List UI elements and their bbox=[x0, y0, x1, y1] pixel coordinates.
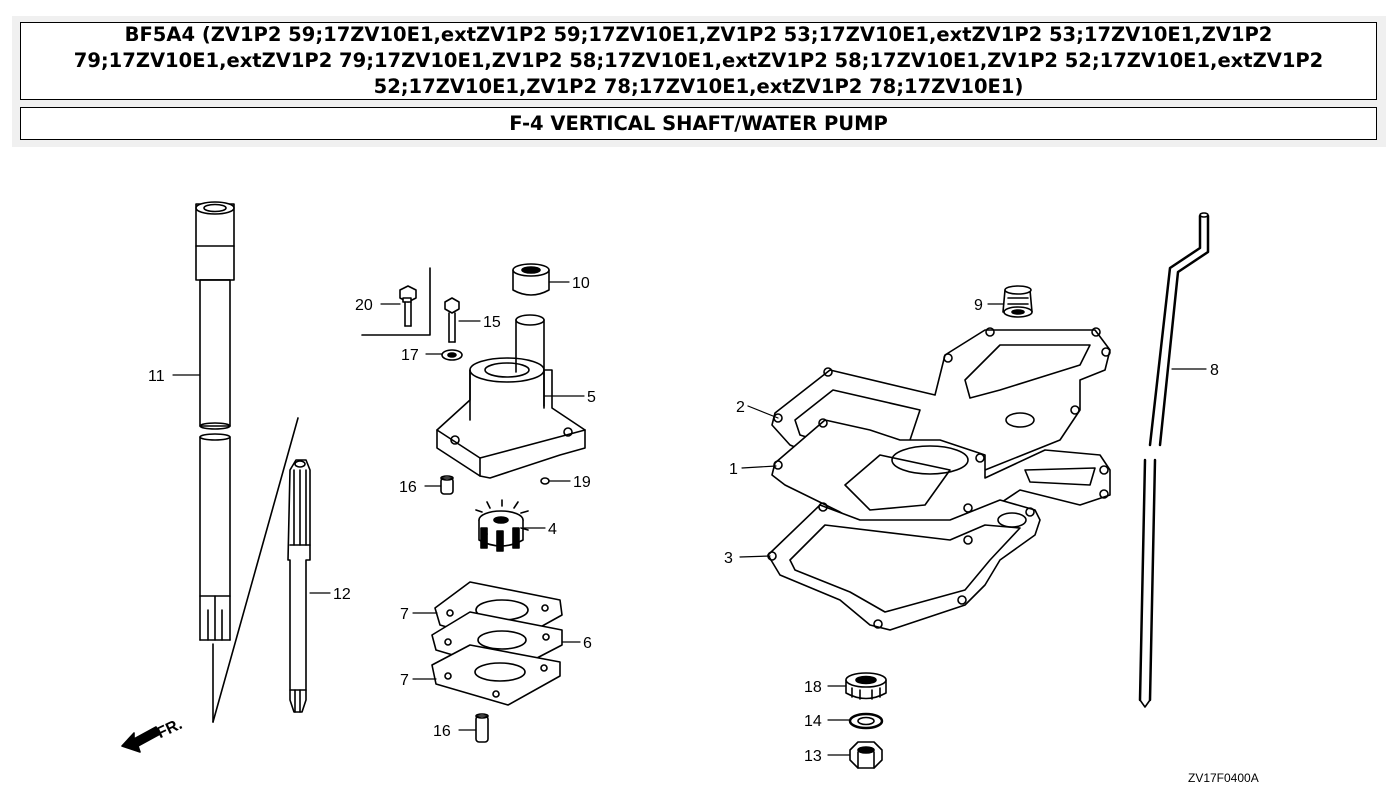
seal-part-10[interactable] bbox=[512, 263, 550, 296]
drive-shaft-part-12[interactable] bbox=[287, 459, 311, 713]
bolt-group-bracket bbox=[361, 267, 431, 336]
callout-4: 4 bbox=[548, 521, 557, 538]
callout-15: 15 bbox=[483, 314, 501, 331]
bolt-part-20[interactable] bbox=[399, 285, 417, 327]
water-tube-part-8[interactable] bbox=[1138, 212, 1210, 708]
gasket-part-7-lower[interactable] bbox=[431, 644, 561, 706]
key-part-19[interactable] bbox=[540, 477, 550, 485]
callout-19: 19 bbox=[573, 474, 591, 491]
callout-16-upper: 16 bbox=[399, 479, 417, 496]
callout-5: 5 bbox=[587, 389, 596, 406]
callout-7-lower: 7 bbox=[400, 672, 409, 689]
callout-10: 10 bbox=[572, 275, 590, 292]
callout-20: 20 bbox=[355, 297, 373, 314]
model-title: BF5A4 (ZV1P2 59;17ZV10E1,extZV1P2 59;17Z… bbox=[20, 22, 1377, 100]
callout-6: 6 bbox=[583, 635, 592, 652]
washer-part-14[interactable] bbox=[848, 712, 884, 730]
shaft-tube-part-11[interactable] bbox=[195, 201, 299, 723]
callout-1: 1 bbox=[729, 461, 738, 478]
front-direction-arrow bbox=[121, 726, 161, 753]
grommet-part-9[interactable] bbox=[1002, 285, 1033, 318]
callout-18: 18 bbox=[804, 679, 822, 696]
oil-seal-part-18[interactable] bbox=[845, 672, 887, 700]
pump-housing-part-5[interactable] bbox=[436, 314, 586, 479]
callout-8: 8 bbox=[1210, 362, 1219, 379]
dowel-pin-part-16-upper[interactable] bbox=[440, 475, 454, 495]
callout-11: 11 bbox=[148, 368, 165, 385]
impeller-part-4[interactable] bbox=[475, 499, 529, 552]
gasket-part-3[interactable] bbox=[767, 499, 1041, 631]
front-indicator-label: FR. bbox=[154, 716, 185, 742]
callout-14: 14 bbox=[804, 713, 822, 730]
leader-lines bbox=[172, 281, 1207, 756]
drawing-code: ZV17F0400A bbox=[1188, 771, 1259, 785]
callout-17: 17 bbox=[401, 347, 419, 364]
callout-12: 12 bbox=[333, 586, 351, 603]
callout-2: 2 bbox=[736, 399, 745, 416]
callout-13: 13 bbox=[804, 748, 822, 765]
washer-part-17[interactable] bbox=[441, 349, 463, 361]
callout-16-lower: 16 bbox=[433, 723, 451, 740]
callout-7-upper: 7 bbox=[400, 606, 409, 623]
callout-9: 9 bbox=[974, 297, 983, 314]
dowel-pin-part-16-lower[interactable] bbox=[475, 713, 489, 743]
callout-3: 3 bbox=[724, 550, 733, 567]
nut-part-13[interactable] bbox=[849, 741, 883, 769]
section-title: F-4 VERTICAL SHAFT/WATER PUMP bbox=[20, 107, 1377, 140]
bolt-part-15[interactable] bbox=[444, 297, 460, 343]
